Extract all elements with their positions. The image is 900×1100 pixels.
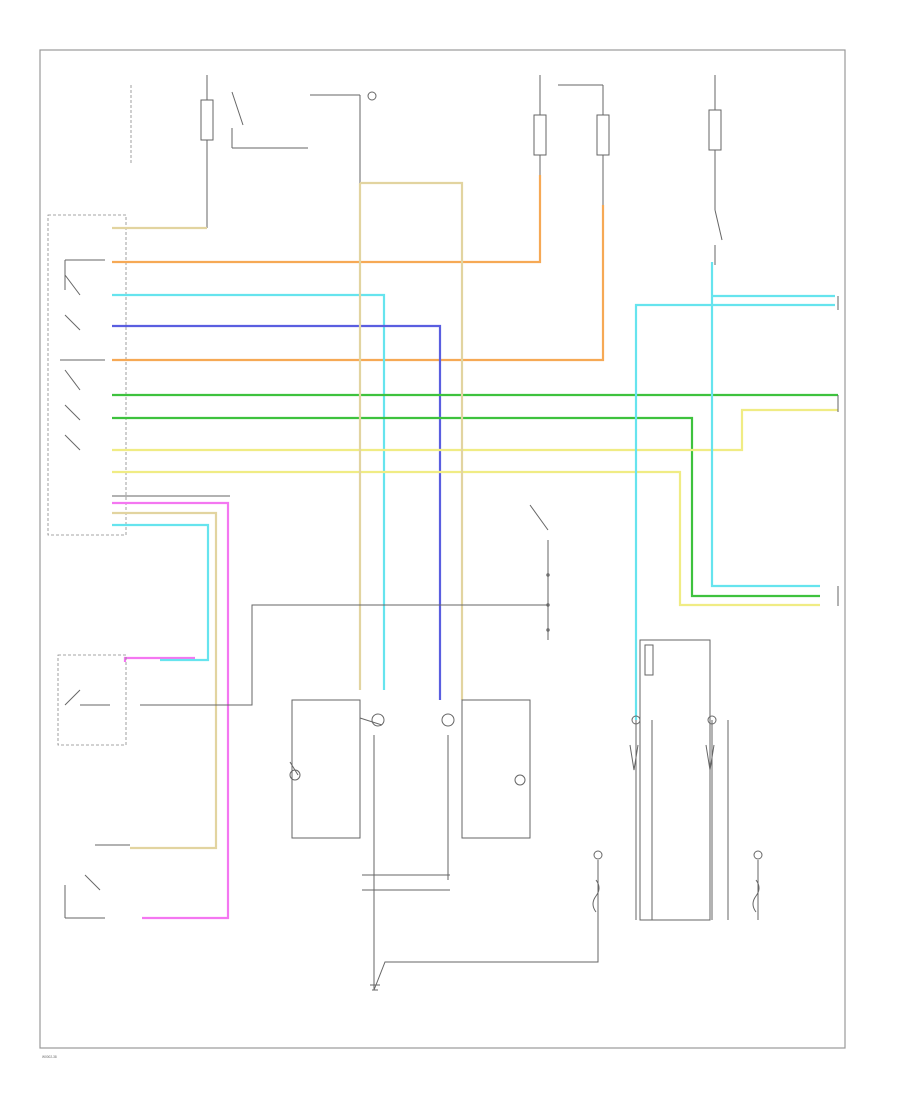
wire-pink-1 [112,501,230,920]
bottom-left-switch-block [64,844,130,919]
wire-blue-1 [112,324,442,700]
wire-tan-4 [112,511,218,850]
right-courtesy-lamp [752,850,763,920]
diagram-frame [39,49,846,1049]
wire-cyan-5 [634,303,712,720]
wire-yellow-1 [112,408,838,452]
footer-code: W0002-38 [42,1055,57,1059]
headlamp-switch [47,214,127,536]
fuse-block-3 [533,75,610,205]
fuse-block-2 [310,91,377,205]
wire-yellow-2 [112,470,820,607]
wire-pink-2 [123,656,195,662]
wire-cyan-1 [112,293,386,690]
left-courtesy-lamp [592,850,603,920]
door-switch [529,504,550,640]
lower-left-switch-block [57,654,127,746]
right-indicator-pair [629,639,729,921]
left-lamp-assembly [289,699,385,990]
ground-bus [362,874,599,991]
wire-cyan-6 [112,523,210,662]
fuse-block-1 [130,75,308,228]
fuse-block-4 [708,75,723,265]
right-lamp-assembly [441,699,531,880]
wire-gray-2 [140,604,548,706]
wire-cyan-2 [710,262,820,588]
wire-orange-1 [112,175,542,264]
wire-orange-2 [112,205,605,362]
wire-tan-1 [360,181,464,700]
wire-green-2 [112,416,820,598]
